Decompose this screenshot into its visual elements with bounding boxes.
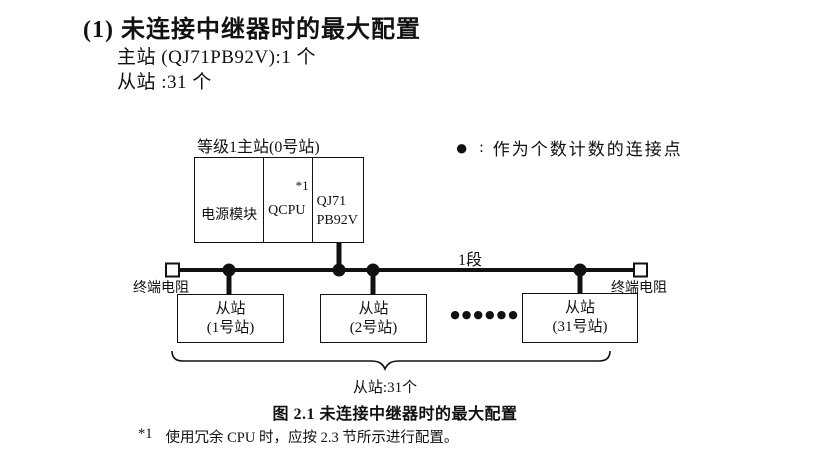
footnote: *1 使用冗余 CPU 时，应按 2.3 节所示进行配置。 [138, 426, 458, 447]
cpu-cell: *1 QCPU [264, 158, 313, 242]
connection-point-master-icon [332, 263, 346, 277]
continuation-dots-icon: ●●●●●● [450, 308, 520, 321]
connection-point-legend-icon: ● [455, 134, 469, 160]
figure-caption: 图 2.1 未连接中继器时的最大配置 [272, 406, 518, 423]
legend-colon: : [479, 138, 484, 156]
pb92v-cell: QJ71 PB92V [313, 158, 363, 242]
section-heading: (1) 未连接中继器时的最大配置 [83, 17, 421, 43]
slave-total-label: 从站:31个 [352, 380, 418, 396]
pb92v-label-line2: PB92V [316, 213, 358, 228]
terminator-left-icon [165, 262, 180, 278]
power-module-label: 电源模块 [201, 208, 258, 223]
slave-count-line: 从站 :31 个 [117, 72, 212, 93]
slave-station-1-label: 从站 [215, 300, 246, 317]
slave-station-2-box: 从站 (2号站) [320, 294, 427, 343]
segment-label: 1段 [458, 252, 483, 269]
legend: ● : 作为个数计数的连接点 [455, 135, 683, 160]
footnote-marker: *1 [138, 426, 153, 442]
legend-text: 作为个数计数的连接点 [492, 140, 683, 159]
slave-station-2-label: 从站 [358, 300, 389, 317]
slave-station-31-number: (31号站) [552, 319, 608, 335]
footnote-text: 使用冗余 CPU 时，应按 2.3 节所示进行配置。 [165, 430, 459, 446]
terminator-right-icon [633, 262, 648, 278]
cpu-footnote-ref: *1 [295, 178, 309, 193]
power-module-cell: 电源模块 [195, 158, 265, 242]
master-station-box: 电源模块 *1 QCPU QJ71 PB92V [194, 157, 364, 243]
slave-station-2-number: (2号站) [349, 319, 398, 336]
connection-point-slave2-icon [366, 263, 380, 277]
terminator-left-label: 终端电阻 [133, 281, 189, 296]
slaves-brace [171, 350, 611, 372]
slave-station-1-box: 从站 (1号站) [177, 294, 284, 343]
slave-station-31-label: 从站 [564, 300, 595, 316]
connection-point-slave31-icon [573, 263, 587, 277]
cpu-label: QCPU [268, 203, 306, 218]
master-station-label: 等级1主站(0号站) [197, 139, 320, 156]
slave-station-31-box: 从站 (31号站) [522, 293, 638, 343]
slave-station-1-number: (1号站) [206, 319, 255, 336]
master-count-line: 主站 (QJ71PB92V):1 个 [117, 47, 317, 68]
pb92v-label-line1: QJ71 [316, 194, 347, 209]
connection-point-slave1-icon [222, 263, 236, 277]
terminator-right-label: 终端电阻 [611, 281, 667, 296]
